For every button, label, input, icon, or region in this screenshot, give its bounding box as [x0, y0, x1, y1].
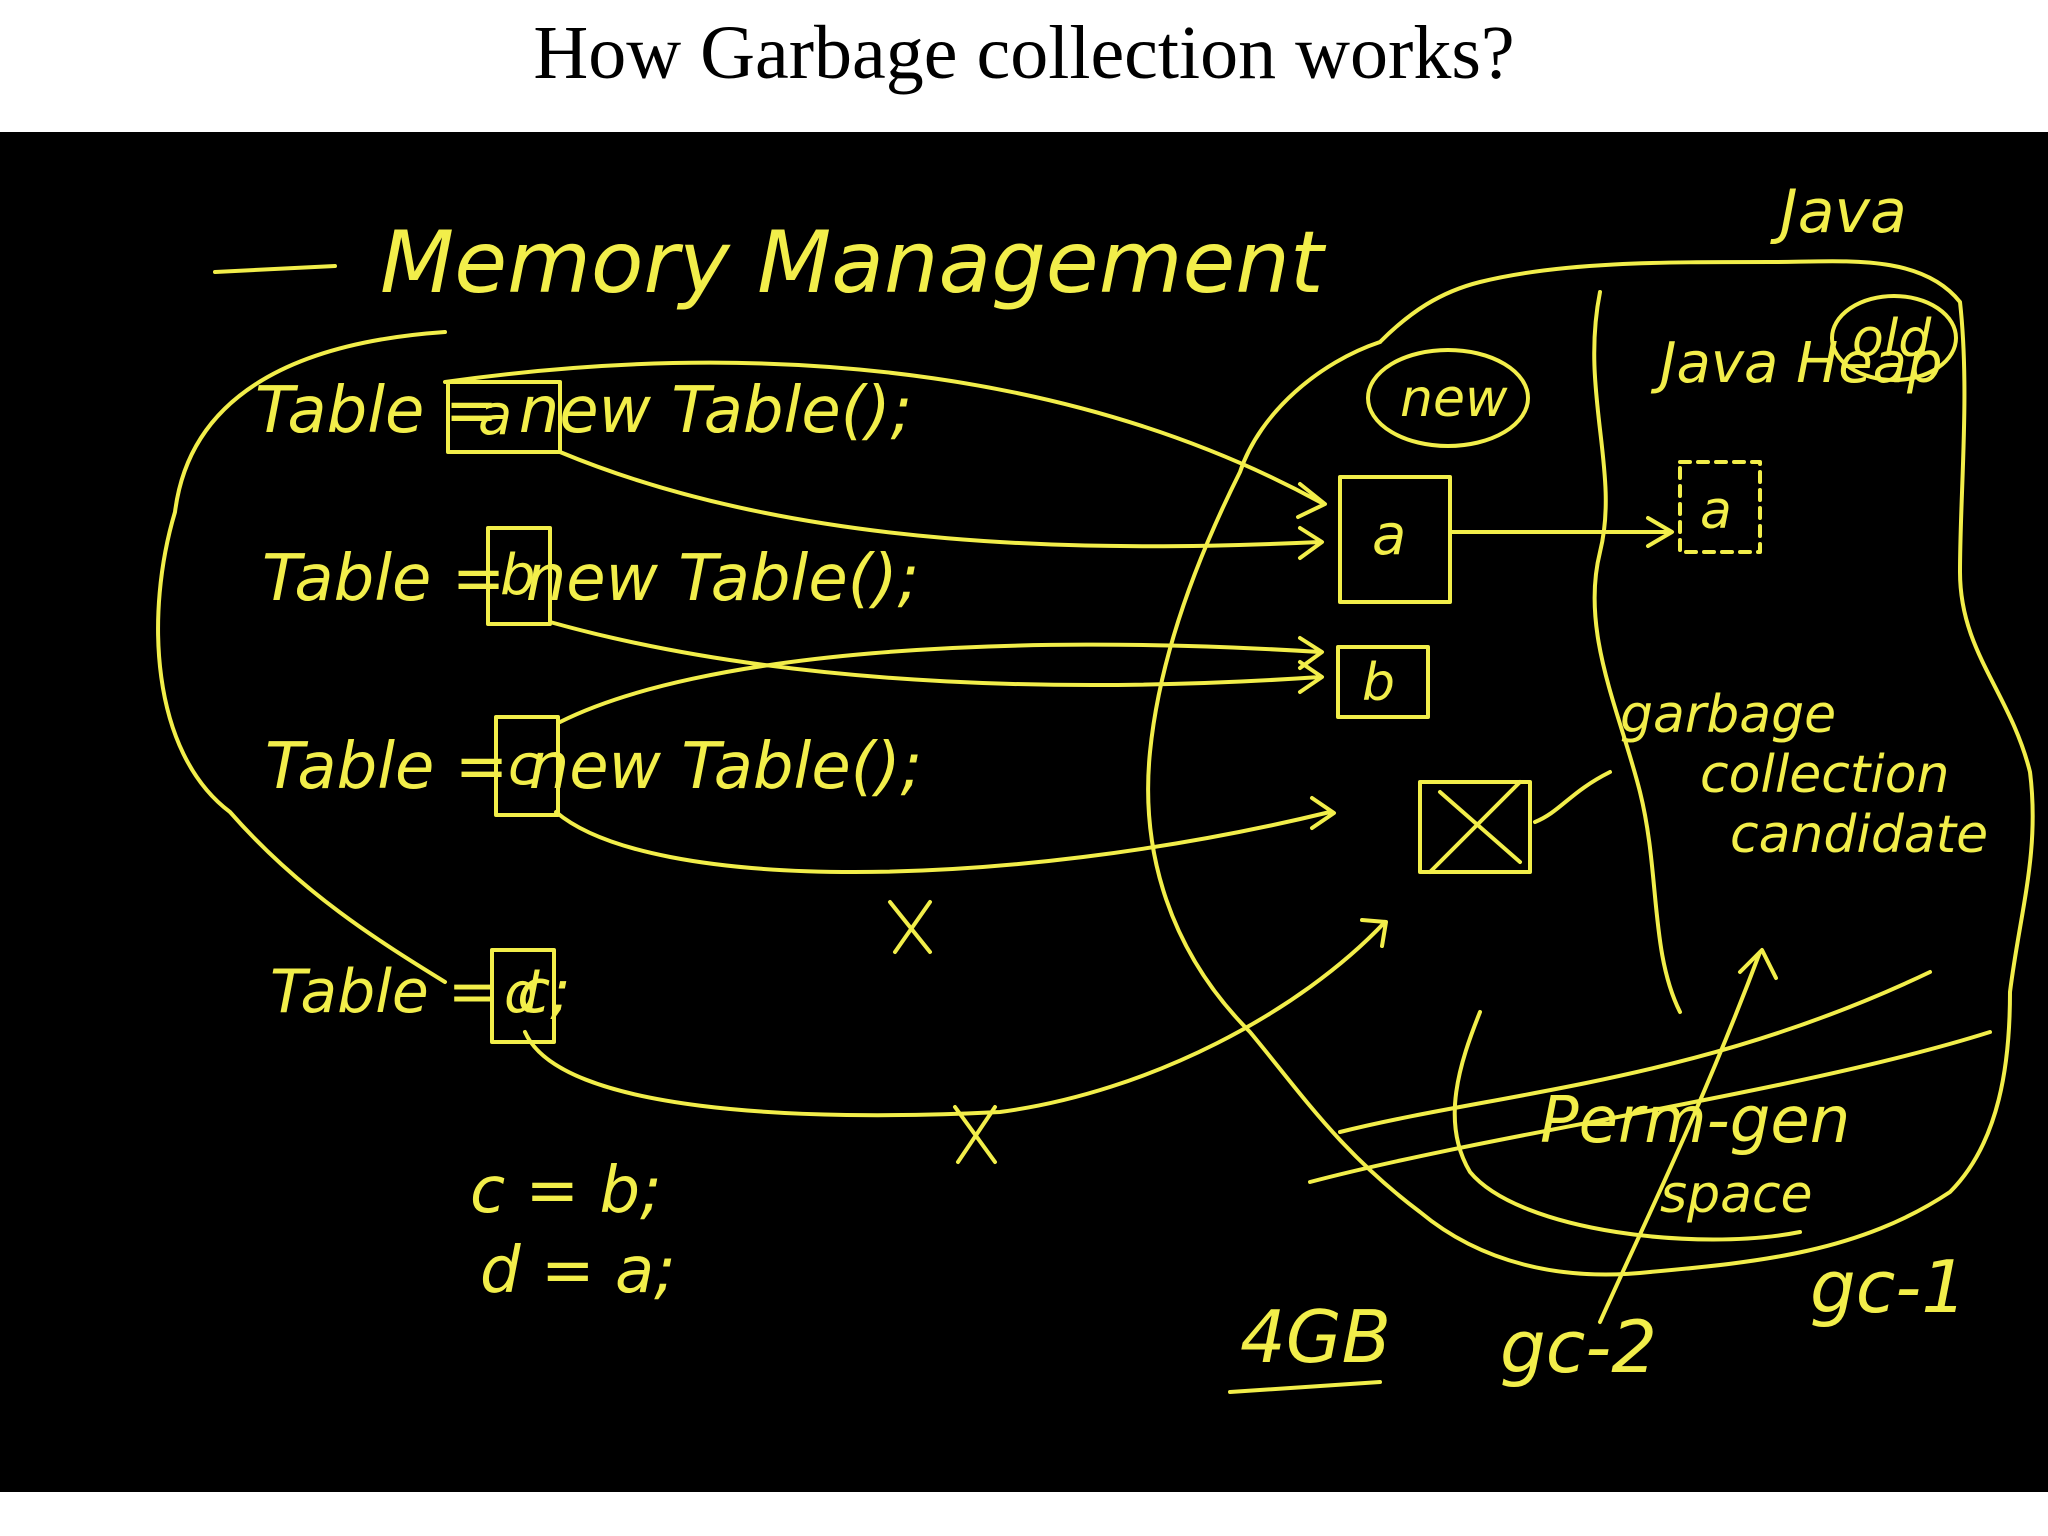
- gc2-label: gc-2: [1500, 1305, 1657, 1389]
- old-object-a: [1678, 460, 1762, 554]
- arrow-new-to-old: [1448, 516, 1674, 548]
- heap-divider: [1592, 290, 1682, 1014]
- whiteboard-drawing: Memory Management Table = new Table(); T…: [156, 177, 2035, 1394]
- heap-object-b-label: b: [1362, 653, 1395, 713]
- java-heap-label: Java Heap: [1650, 331, 1943, 396]
- page-title: How Garbage collection works?: [533, 11, 1515, 95]
- assign-d-a: d = a;: [480, 1234, 676, 1308]
- old-oval: [1830, 294, 1958, 382]
- gc1-label: gc-1: [1810, 1245, 1967, 1329]
- arrow-a: [443, 360, 1327, 519]
- heap-object-b: [1336, 645, 1430, 719]
- gc2-arrow: [1598, 948, 1778, 1324]
- code-loop: [156, 330, 447, 984]
- arrow-c-old: [554, 796, 1336, 874]
- cross-mark-d: [953, 1105, 997, 1164]
- new-oval: [1366, 348, 1530, 448]
- code-line-c: Table = new Table();: [265, 730, 922, 804]
- arrow-b: [548, 620, 1324, 694]
- var-box-c: [494, 715, 560, 817]
- new-label: new: [1400, 369, 1508, 429]
- var-label-a: a: [478, 383, 512, 448]
- size-underline: [1228, 1380, 1382, 1394]
- heap-object-a-label: a: [1372, 503, 1406, 568]
- heading-text: Memory Management: [380, 213, 1327, 313]
- heap-object-a: [1338, 475, 1452, 604]
- code-line-b: Table = new Table();: [262, 542, 919, 616]
- gc-candidate-line3: candidate: [1730, 805, 1988, 865]
- cross-mark-c: [888, 900, 932, 954]
- heap-object-c-cross: [1428, 780, 1522, 874]
- permgen-band: [1308, 970, 1992, 1184]
- whiteboard-image: Memory Management Table = new Table(); T…: [0, 132, 2048, 1492]
- arrow-d-old: [523, 918, 1388, 1118]
- old-label: old: [1852, 309, 1932, 369]
- heading-dash: [213, 264, 337, 274]
- var-box-a: [446, 380, 562, 454]
- old-object-a-label: a: [1700, 481, 1732, 541]
- permgen-space-label: space: [1660, 1165, 1813, 1225]
- java-label: Java: [1770, 177, 1907, 247]
- heap-object-c: [1418, 780, 1532, 874]
- assign-c-b: c = b;: [470, 1154, 662, 1228]
- gc-candidate-line1: garbage: [1620, 685, 1836, 745]
- var-box-d: [490, 948, 556, 1044]
- arrow-a2: [558, 450, 1324, 560]
- var-box-b: [486, 526, 552, 626]
- var-label-c: c: [508, 733, 539, 798]
- gc-candidate-line2: collection: [1700, 745, 1950, 805]
- size-label: 4GB: [1240, 1295, 1391, 1379]
- permgen-label: Perm-gen: [1540, 1084, 1850, 1158]
- code-line-a: Table = new Table();: [255, 374, 912, 448]
- heap-outline: [1146, 259, 2035, 1277]
- arrow-c-b: [558, 636, 1324, 724]
- gc1-arrow: [1452, 1010, 1802, 1242]
- var-label-b: b: [500, 543, 536, 608]
- gc-candidate-arrow: [1533, 770, 1612, 824]
- var-label-d: d: [504, 961, 540, 1026]
